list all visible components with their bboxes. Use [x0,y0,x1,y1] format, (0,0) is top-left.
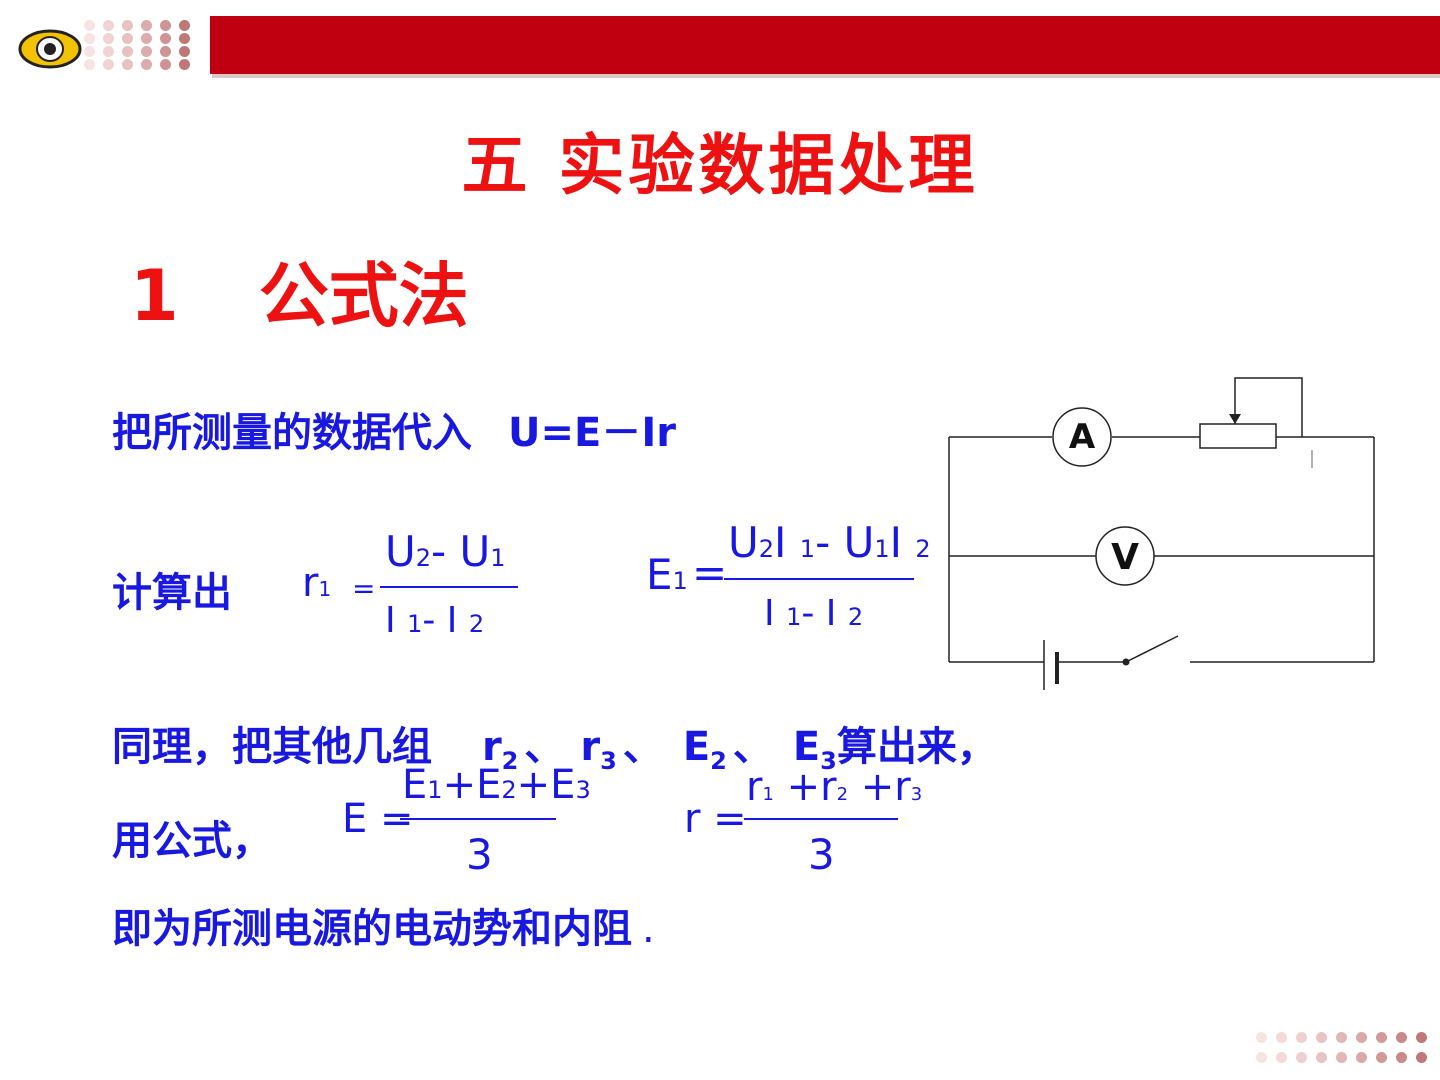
e1-denominator: I 1- I 2 [764,593,864,634]
voltmeter-icon: V [1095,526,1155,586]
e-avg-fraction-bar [400,818,556,820]
pattern-dot [103,20,114,31]
pattern-dot [179,20,190,31]
pattern-dot [1376,1032,1387,1043]
ammeter-icon: A [1052,407,1112,467]
instruction-line-3: 同理，把其他几组 r2、r3、E2、E3算出来， [112,724,997,775]
svg-text:A: A [1069,417,1096,457]
pattern-dot [122,59,133,70]
r1-fraction-bar [380,586,518,588]
section-heading: 1 公式法 [130,240,469,341]
pattern-dot [160,46,171,57]
svg-text:V: V [1111,537,1139,578]
pattern-dot [1396,1052,1407,1063]
r1-equals: = [352,572,376,605]
pattern-dot [1416,1052,1427,1063]
pattern-dot [160,20,171,31]
pattern-dot [1356,1052,1367,1063]
pattern-dot [141,20,152,31]
pattern-dot [122,20,133,31]
e-avg-denominator: 3 [466,830,493,879]
pattern-dot [84,33,95,44]
pattern-dot [84,20,95,31]
pattern-dot [160,33,171,44]
pattern-dot [1396,1032,1407,1043]
rheostat-icon [1199,423,1277,449]
pattern-dot [141,46,152,57]
switch-icon [1122,658,1130,666]
pattern-dot [103,46,114,57]
pattern-dot [1376,1052,1387,1063]
e1-lhs: E1 [646,550,688,599]
pattern-dot [1336,1032,1347,1043]
pattern-dot [1296,1032,1307,1043]
pattern-dot [179,33,190,44]
r1-lhs: r1 [302,560,332,606]
rheostat-wiper-arrow-icon [1229,414,1241,424]
header-band [210,16,1440,74]
pattern-dot [122,46,133,57]
r1-numerator: U2- U1 [385,527,506,576]
pattern-dot [1316,1032,1327,1043]
battery-icon [1043,640,1059,690]
pattern-dot [122,33,133,44]
formula-u-e-ir: U=E－Ir [508,410,676,456]
e-avg-numerator: E1+E2+E3 [402,762,591,808]
pattern-dot [141,59,152,70]
param-e3: E3 [792,724,837,775]
param-r3: r3 [580,724,617,775]
section-name: 公式法 [258,255,469,337]
pattern-dot [1276,1052,1287,1063]
e1-numerator: U2I 1- U1I 2 [728,518,931,567]
pattern-dot [103,33,114,44]
pattern-dot [103,59,114,70]
eye-logo-icon [18,29,82,69]
conclusion-line: 即为所测电源的电动势和内阻. [112,906,655,952]
calculate-label: 计算出 [112,570,232,616]
pattern-dot [179,46,190,57]
use-formula-label: 用公式， [112,818,272,864]
pattern-dot [141,33,152,44]
pattern-dot [179,59,190,70]
pattern-dot [1256,1032,1267,1043]
r-avg-lhs: r = [684,796,747,842]
circuit-diagram: A V [948,377,1375,690]
pattern-dot [1276,1032,1287,1043]
r-avg-numerator: r1 +r2 +r3 [746,764,923,810]
pattern-dot [84,59,95,70]
section-number: 1 [130,255,179,337]
r-avg-denominator: 3 [808,830,835,879]
e1-fraction-bar [724,578,914,580]
pattern-dot [1356,1032,1367,1043]
e1-equals: = [692,548,728,597]
pattern-dot [160,59,171,70]
pattern-dot [1316,1052,1327,1063]
slide-title: 五 实验数据处理 [461,127,979,204]
r1-denominator: I 1- I 2 [385,600,485,641]
header-band-shadow [212,74,1440,78]
pattern-dot [84,46,95,57]
pattern-dot [1256,1052,1267,1063]
param-r2: r2 [481,724,519,775]
pattern-dot [1336,1052,1347,1063]
pattern-dot [1416,1032,1427,1043]
r-avg-fraction-bar [744,818,898,820]
param-e2: E2 [682,724,727,775]
pattern-dot [1296,1052,1307,1063]
